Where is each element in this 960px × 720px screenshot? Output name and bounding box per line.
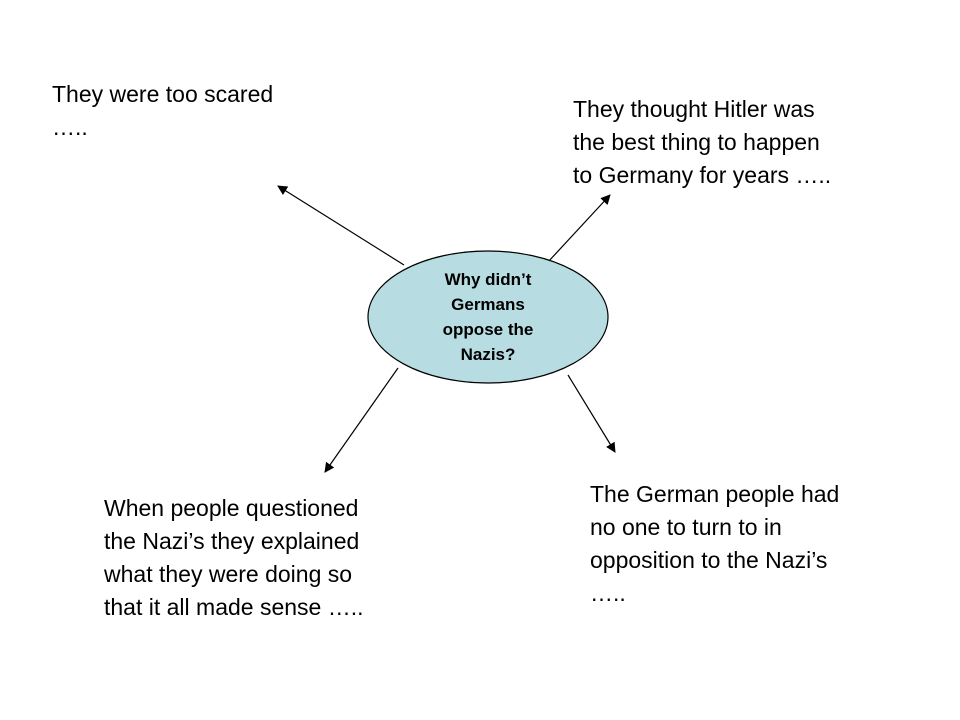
note-explained: When people questioned the Nazi’s they e… [104,495,364,620]
center-ellipse [367,250,609,384]
arrow-bottom-right [567,374,616,453]
arrow-top-left [277,185,405,266]
arrow-bottom-left [324,367,399,473]
center-question: Why didn’t Germans oppose the Nazis? [442,270,534,364]
note-too-scared: They were too scared ….. [52,81,274,140]
note-best-thing: They thought Hitler was the best thing t… [573,96,832,188]
center-label-box: Why didn’t Germans oppose the Nazis? [368,250,608,384]
note-no-one: The German people had no one to turn to … [590,481,840,606]
arrow-top-right [547,194,611,263]
